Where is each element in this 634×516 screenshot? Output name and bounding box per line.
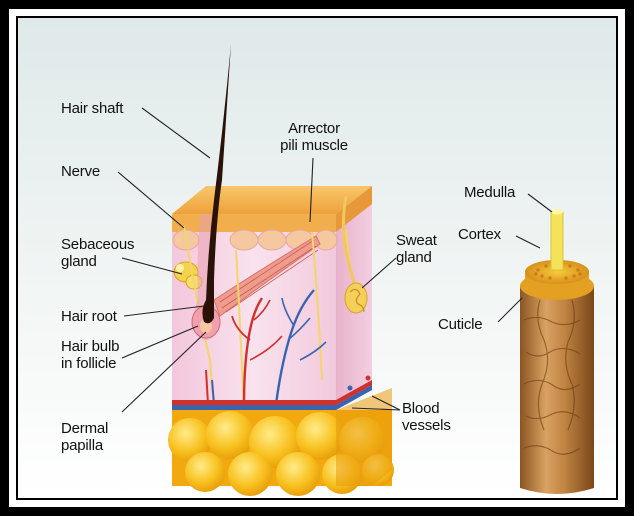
label-hair-shaft: Hair shaft bbox=[61, 100, 123, 117]
hair-strand-cross-section bbox=[520, 210, 594, 495]
medulla-core bbox=[551, 212, 563, 270]
label-dermal-line2: papilla bbox=[61, 437, 108, 454]
label-cuticle: Cuticle bbox=[438, 316, 482, 333]
label-nerve: Nerve bbox=[61, 163, 100, 180]
label-cortex: Cortex bbox=[458, 226, 501, 243]
label-arrector-line2: pili muscle bbox=[269, 137, 359, 154]
label-blood-line2: vessels bbox=[402, 417, 451, 434]
label-hair-bulb-line2: in follicle bbox=[61, 355, 119, 372]
label-dermal-line1: Dermal bbox=[61, 420, 108, 437]
label-medulla: Medulla bbox=[464, 184, 515, 201]
label-sweat-line1: Sweat bbox=[396, 232, 437, 249]
label-sebaceous-gland: Sebaceous gland bbox=[61, 236, 134, 270]
label-blood-line1: Blood bbox=[402, 400, 451, 417]
label-arrector-pili: Arrector pili muscle bbox=[269, 120, 359, 154]
epidermis-front bbox=[172, 214, 336, 232]
label-hair-root: Hair root bbox=[61, 308, 117, 325]
label-sebaceous-line2: gland bbox=[61, 253, 134, 270]
label-hair-bulb: Hair bulb in follicle bbox=[61, 338, 119, 372]
label-sebaceous-line1: Sebaceous bbox=[61, 236, 134, 253]
skin-cross-section bbox=[168, 44, 394, 496]
label-blood-vessels: Blood vessels bbox=[402, 400, 451, 434]
label-hair-bulb-line1: Hair bulb bbox=[61, 338, 119, 355]
cuticle-layer bbox=[520, 286, 594, 494]
label-arrector-line1: Arrector bbox=[269, 120, 359, 137]
label-sweat-gland: Sweat gland bbox=[396, 232, 437, 266]
label-sweat-line2: gland bbox=[396, 249, 437, 266]
label-dermal-papilla: Dermal papilla bbox=[61, 420, 108, 454]
